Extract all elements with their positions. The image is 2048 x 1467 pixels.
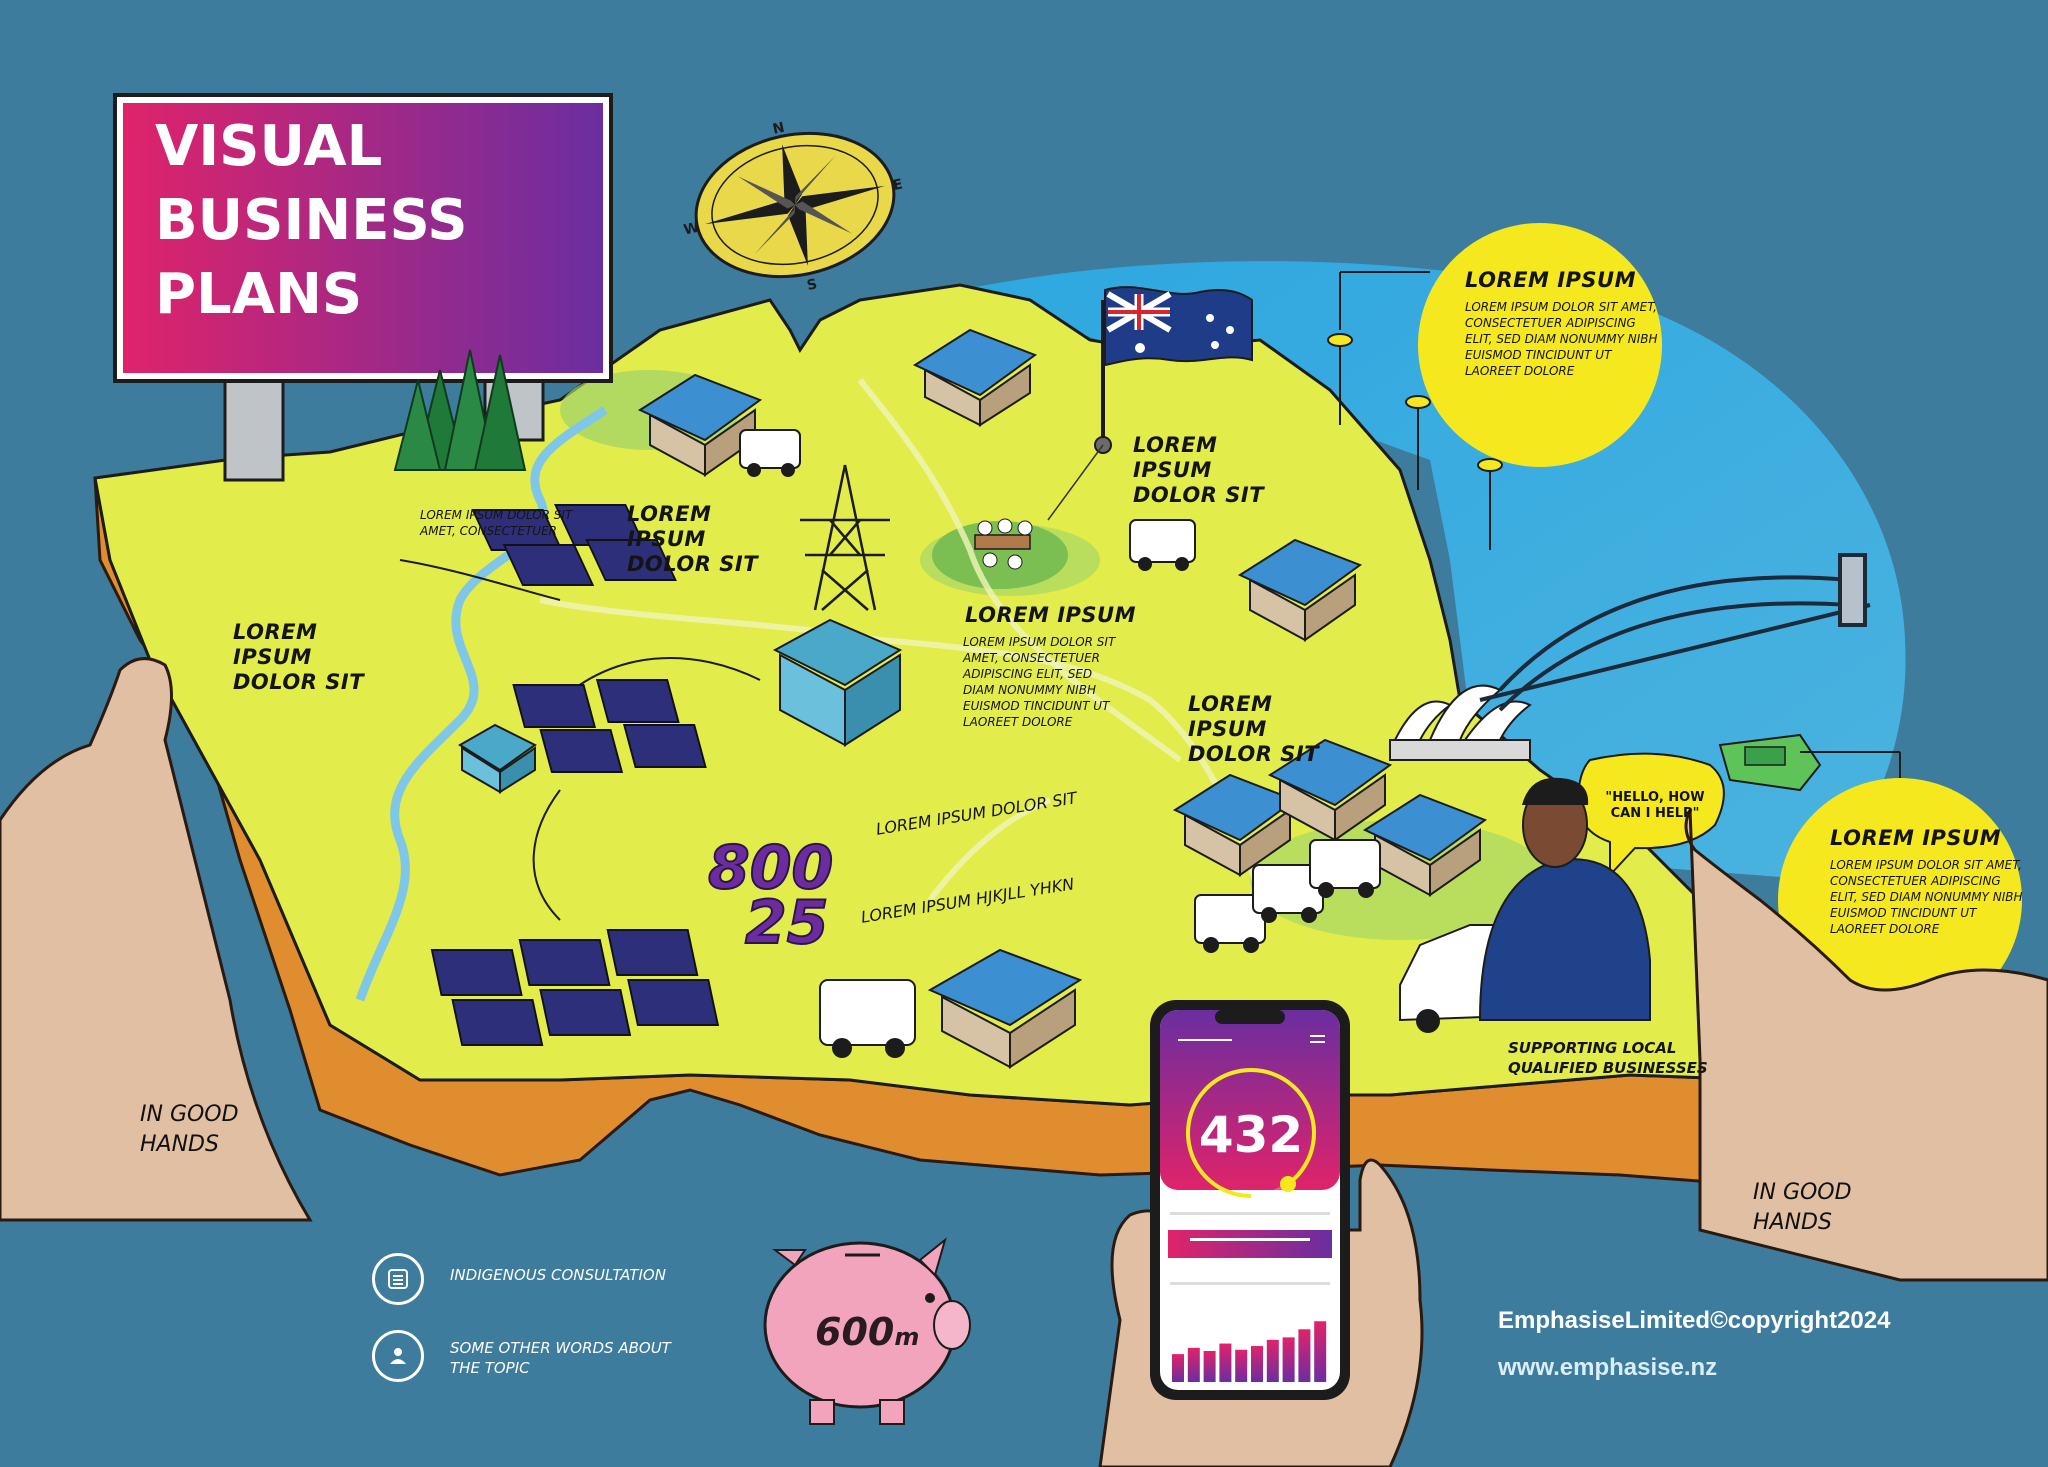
support-person	[1478, 777, 1651, 1021]
piggy-amount-unit: m	[894, 1323, 920, 1351]
callout-top-body: LOREM IPSUM DOLOR SIT AMET, CONSECTETUER…	[1465, 300, 1658, 378]
phone-score: 432	[1198, 1106, 1304, 1164]
stat-first-value: 800	[707, 833, 834, 903]
callout-top-title: LOREM IPSUM	[1465, 268, 1636, 292]
solar-farm-south	[430, 929, 720, 1046]
phone-bar-chart	[1172, 1321, 1327, 1382]
campsite-group	[974, 518, 1033, 570]
phone-bar	[1266, 1339, 1279, 1382]
phone-bar	[1172, 1354, 1184, 1382]
phone-bar	[1203, 1351, 1216, 1382]
phone-bar	[1298, 1329, 1311, 1382]
pump-shed	[458, 723, 537, 794]
flag-label: LOREM IPSUM DOLOR SIT	[1133, 433, 1265, 507]
dirt-road	[927, 797, 1052, 902]
legend-item-topic: SOME OTHER WORDS ABOUT THE TOPIC	[372, 1330, 680, 1382]
campsite-body: LOREM IPSUM DOLOR SIT AMET, CONSECTETUER…	[963, 635, 1116, 729]
callout-right-body: LOREM IPSUM DOLOR SIT AMET, CONSECTETUER…	[1830, 858, 2023, 936]
solar-farm-northwest	[471, 504, 677, 586]
billboard	[113, 93, 613, 482]
river	[355, 406, 608, 1002]
callout-circle-right	[1778, 778, 2022, 1022]
van	[1252, 864, 1324, 923]
solar-farm-central	[512, 679, 707, 773]
piggy-amount: 600m	[815, 1310, 919, 1354]
power-line	[532, 789, 561, 921]
phone-bar	[1251, 1346, 1263, 1382]
score-gauge-knob	[1280, 1175, 1297, 1192]
van	[1129, 519, 1196, 571]
callout-right: LOREM IPSUM LOREM IPSUM DOLOR SIT AMET, …	[1830, 826, 2030, 937]
dirt-road	[539, 597, 1263, 901]
person-icon	[372, 1330, 424, 1382]
compass-east: E	[892, 176, 905, 194]
callout-top: LOREM IPSUM LOREM IPSUM DOLOR SIT AMET, …	[1465, 268, 1665, 379]
house	[927, 948, 1083, 1069]
right-hand	[1684, 809, 2048, 1282]
opera-house	[1389, 684, 1532, 761]
compass-rose: N E S W	[682, 120, 905, 294]
title-line-1: VISUAL	[155, 114, 383, 179]
harbour-bridge	[1479, 553, 1871, 712]
pine-forest	[393, 349, 527, 471]
website-link[interactable]: www.emphasise.nz	[1498, 1354, 1718, 1381]
house	[637, 373, 763, 477]
forest-label: LOREM IPSUM DOLOR SIT AMET, CONSECTETUER	[420, 508, 573, 538]
compass-north: N	[771, 120, 786, 138]
callout-right-title: LOREM IPSUM	[1830, 826, 2001, 850]
house	[1172, 773, 1298, 877]
score-gauge	[1186, 1068, 1316, 1198]
legend-item-consultation: INDIGENOUS CONSULTATION	[372, 1253, 680, 1305]
house	[912, 328, 1038, 427]
harbour-buoys	[1327, 333, 1503, 550]
piggy-bank	[763, 1237, 971, 1425]
title-line-2: BUSINESS	[155, 188, 468, 253]
flag-pointer-line	[1047, 444, 1104, 521]
harbour-sea	[960, 261, 1906, 880]
list-icon	[372, 1253, 424, 1305]
dirt-road	[857, 378, 1182, 763]
title-line-3: PLANS	[155, 262, 363, 327]
solar-west-label: LOREM IPSUM DOLOR SIT	[233, 620, 365, 694]
house	[1237, 538, 1363, 642]
left-hand-label: IN GOOD HANDS	[140, 1102, 239, 1157]
billboard-title: VISUAL BUSINESS PLANS	[155, 110, 468, 332]
phone-bar	[1219, 1343, 1232, 1382]
power-line	[399, 559, 561, 601]
callout-circle-top	[1418, 223, 1662, 467]
compass-west: W	[682, 220, 700, 239]
copyright-text: EmphasiseLimited©copyright2024	[1498, 1307, 1891, 1334]
van	[819, 979, 916, 1058]
phone-bar	[1187, 1347, 1200, 1382]
stat-second-value: 25	[744, 888, 829, 958]
supporting-label: SUPPORTING LOCAL QUALIFIED BUSINESSES	[1508, 1039, 1708, 1077]
legend-text: INDIGENOUS CONSULTATION	[450, 1266, 666, 1284]
smartphone	[1150, 1000, 1350, 1400]
house	[1362, 793, 1488, 897]
phone-bar	[1235, 1349, 1248, 1382]
ferry-boat	[1718, 733, 1822, 792]
piggy-amount-value: 600	[815, 1310, 895, 1354]
transmission-tower	[800, 464, 890, 611]
van	[739, 429, 801, 477]
tower-label: LOREM IPSUM DOLOR SIT	[627, 502, 759, 576]
left-hand	[0, 657, 313, 1222]
speech-text: "HELLO, HOW CAN I HELP"	[1605, 790, 1705, 821]
substation-building	[772, 618, 903, 747]
legend-text: SOME OTHER WORDS ABOUT THE TOPIC	[450, 1339, 671, 1377]
campsite-title: LOREM IPSUM	[965, 603, 1136, 627]
village-label: LOREM IPSUM DOLOR SIT	[1188, 692, 1320, 766]
phone-bar	[1314, 1321, 1327, 1382]
van	[1309, 839, 1381, 898]
right-hand-label: IN GOOD HANDS	[1753, 1180, 1852, 1235]
compass-south: S	[805, 276, 818, 294]
phone-bar	[1282, 1337, 1295, 1382]
house	[1267, 738, 1393, 842]
